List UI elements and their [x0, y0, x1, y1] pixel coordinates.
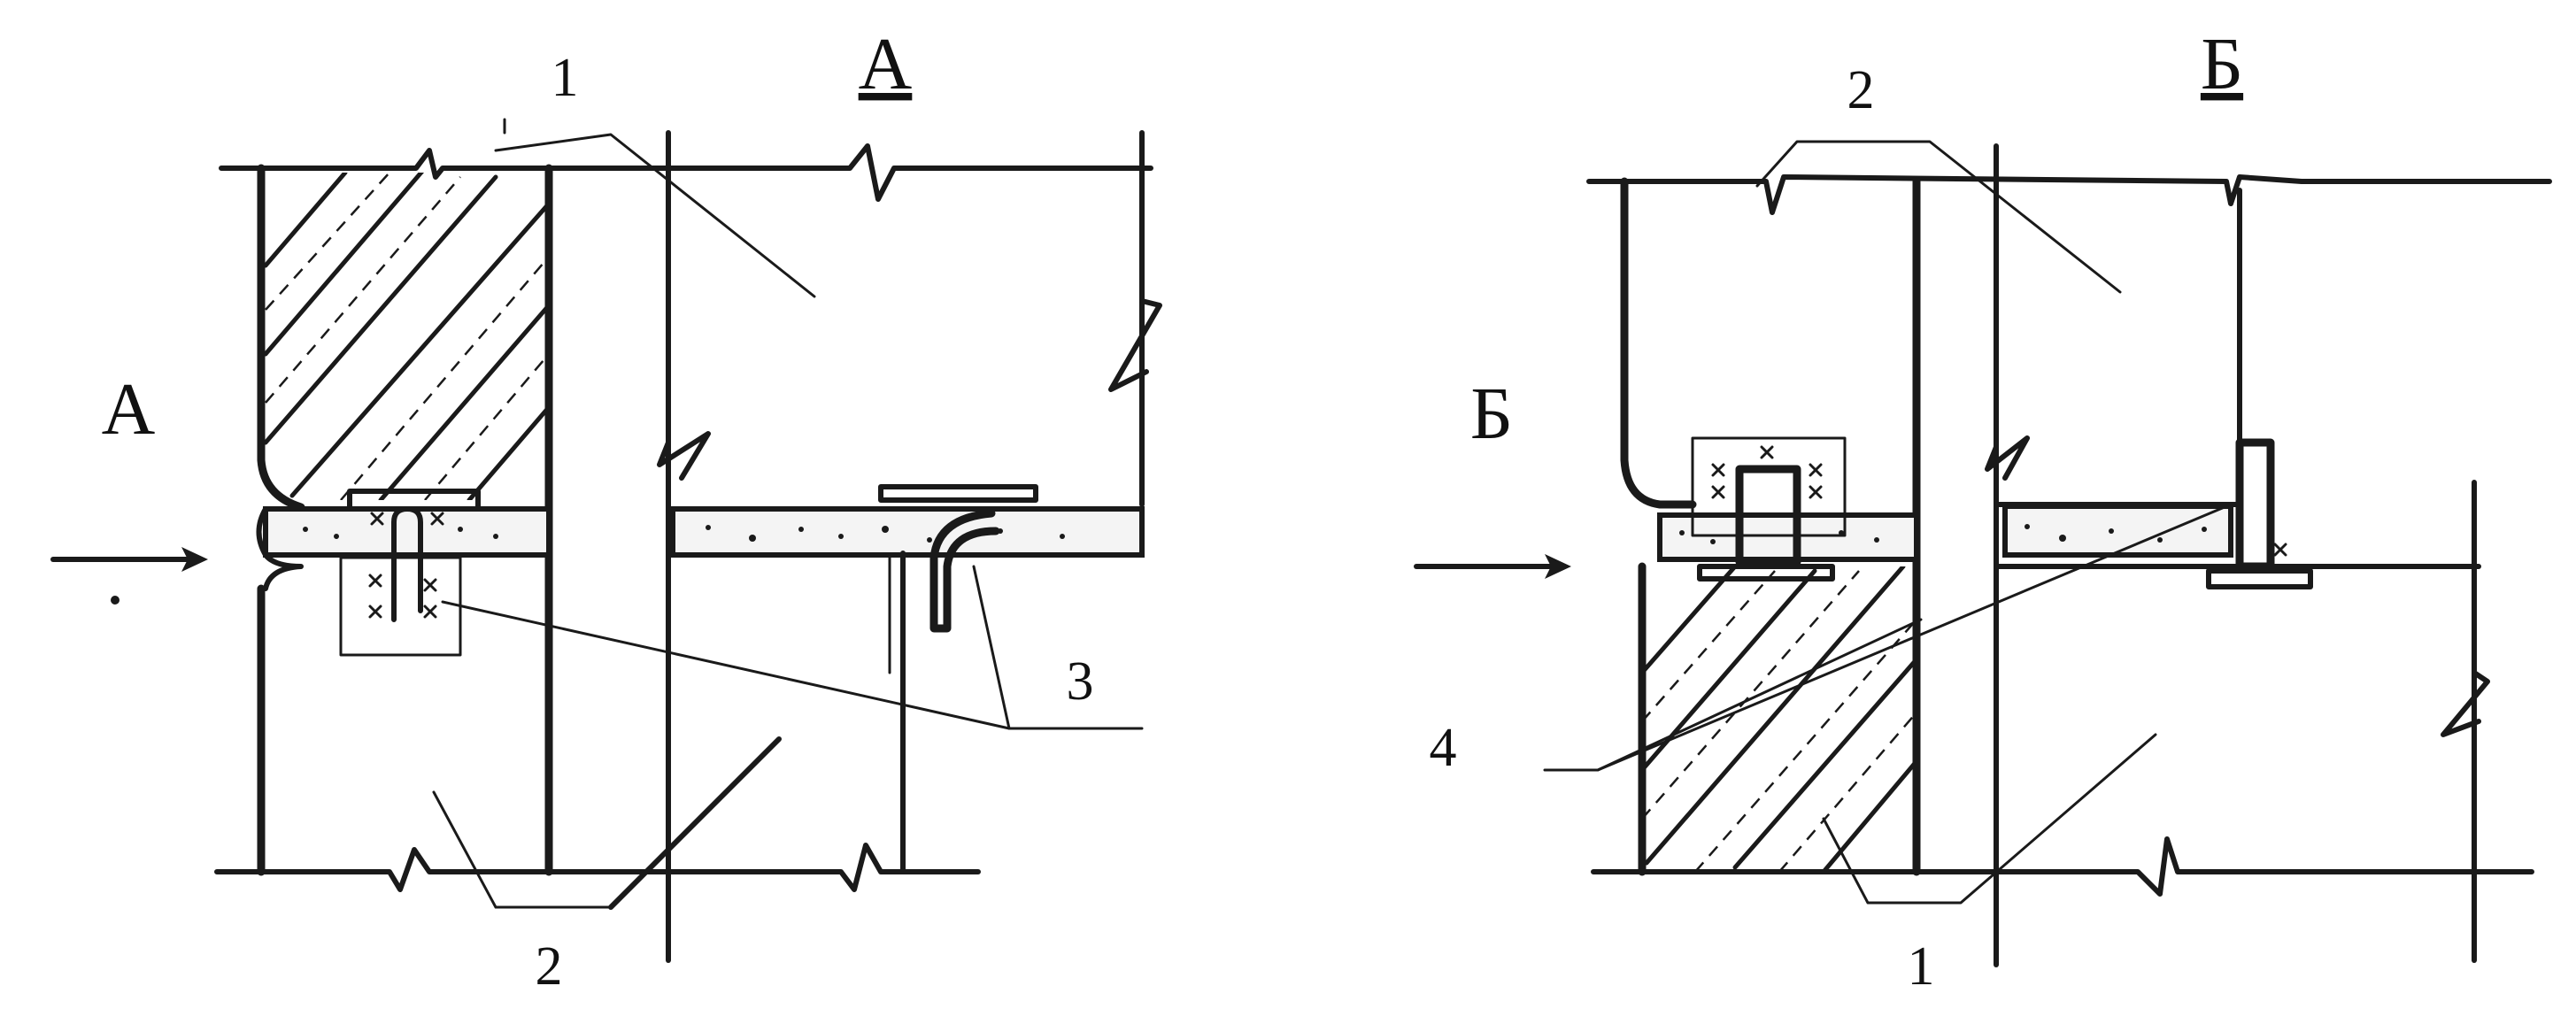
embedded-plate-a	[347, 489, 481, 512]
bracket-plate-a	[878, 484, 1038, 503]
view-arrow-a	[50, 547, 208, 605]
mortar-joint-left-b	[1657, 512, 1919, 562]
block-outline-b-top	[1620, 177, 1697, 509]
section-title-a: А	[859, 23, 913, 105]
wall-break-b2	[1985, 435, 2030, 481]
vertical-plate-b	[2235, 438, 2275, 571]
wall-break-b4	[2441, 670, 2490, 737]
top-line-b	[1586, 174, 2552, 215]
anchor-box-b	[1691, 436, 1847, 537]
base-plate-b	[2206, 568, 2313, 589]
hatched-block-a	[263, 173, 547, 500]
anchor-box-a	[339, 556, 462, 657]
joint-opening-a	[256, 506, 304, 591]
mortar-joint-left-a	[263, 506, 551, 558]
callout-b-1: 1	[1908, 936, 1935, 997]
view-arrow-b	[1414, 554, 1571, 579]
callout-a-3: 3	[1067, 651, 1094, 712]
detail-a	[50, 118, 1162, 963]
top-line-a	[219, 143, 1153, 202]
wall-break-a2	[657, 431, 711, 481]
callout-b-4: 4	[1430, 718, 1457, 778]
callout-a-2: 2	[536, 936, 563, 997]
anchor-channel-b	[1735, 465, 1801, 566]
left-block-outline	[257, 164, 305, 512]
leader-2-a-heavy	[608, 736, 782, 910]
section-title-b: Б	[2201, 23, 2243, 105]
bottom-line-a	[214, 843, 981, 892]
detail-b	[1414, 140, 2552, 967]
wall-break-a3	[1108, 298, 1162, 392]
weld-marks-b	[1711, 445, 2287, 557]
bottom-plate-b	[1697, 564, 1835, 582]
callout-a-1: 1	[551, 48, 579, 108]
anchor-loop-a	[391, 506, 423, 622]
callout-b-2: 2	[1847, 60, 1875, 120]
bottom-line-b	[1591, 836, 2534, 897]
mortar-joint-right-b	[2002, 504, 2233, 558]
hatched-block-b	[1642, 566, 1917, 872]
leaders-b	[1543, 140, 2233, 905]
view-mark-b: Б	[1470, 373, 1513, 455]
mortar-joint-right-a	[670, 506, 1145, 558]
bracket-angle-a	[929, 509, 1000, 633]
weld-marks-a	[368, 512, 444, 619]
view-mark-a: А	[102, 368, 156, 451]
